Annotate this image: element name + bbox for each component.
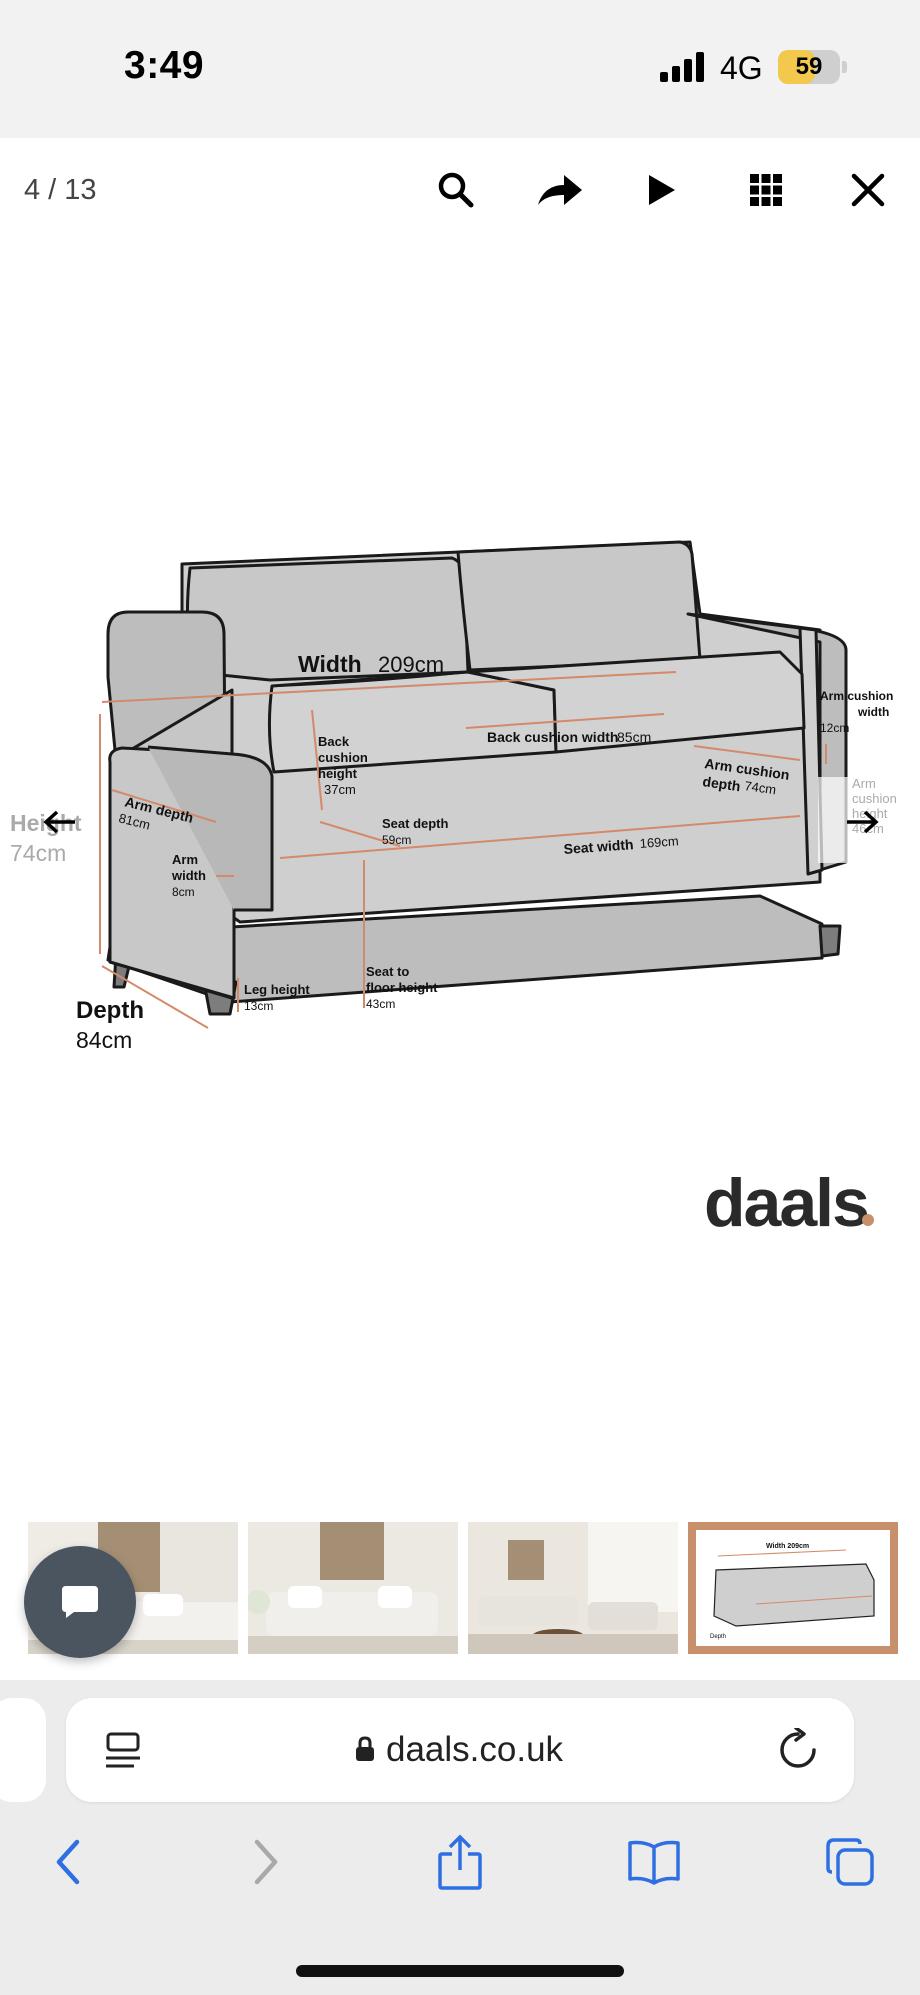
search-icon [438,172,474,208]
chevron-left-icon [56,1839,80,1885]
reload-icon [780,1726,816,1768]
seat-width-value: 169cm [639,833,679,851]
close-icon [851,173,885,207]
battery-icon: 59 [778,50,840,84]
dimensions-diagram-thumbnail: Width 209cm Depth [696,1530,890,1646]
seat-width-label: Seat width [563,836,634,857]
arm-width-value: 8cm [172,885,195,899]
network-type: 4G [720,50,763,86]
share-arrow-icon [538,175,582,205]
svg-text:Width 209cm: Width 209cm [766,1543,809,1550]
chat-button[interactable] [24,1546,136,1658]
page-menu-icon [106,1732,140,1768]
play-icon [649,175,675,205]
url-text: daals.co.uk [386,1730,564,1769]
thumbnail-3[interactable] [468,1522,678,1654]
arrow-left-icon [43,810,75,834]
browser-bottom-bar: daals.co.uk [0,1680,920,1995]
arrow-right-icon [847,810,879,834]
forward-button[interactable] [234,1830,298,1894]
back-cushion-width-value: 85cm [617,729,651,745]
arm-depth-value: 81cm [117,810,151,832]
svg-text:Depth: Depth [710,1634,726,1640]
zoom-button[interactable] [428,162,484,218]
previous-tab-preview[interactable] [0,1698,46,1802]
leg-height-value: 13cm [244,999,273,1013]
bookmarks-button[interactable] [622,1830,686,1894]
arm-cushion-depth-label-2: depth [702,773,742,794]
arm-cushion-overlay [818,777,848,863]
svg-text:daals: daals [704,1165,868,1241]
chevron-right-icon [254,1839,278,1885]
width-label: Width [298,651,362,677]
arm-cushion-depth-value: 74cm [744,778,778,797]
previous-image-button[interactable] [40,802,80,842]
chat-bubble-icon [62,1586,98,1618]
seat-depth-value: 59cm [382,833,411,847]
battery-percent: 59 [795,53,823,80]
address-bar[interactable]: daals.co.uk [66,1698,854,1802]
status-bar: 3:49 4G 59 [0,0,920,138]
grid-view-button[interactable] [738,162,794,218]
book-icon [628,1840,680,1885]
slideshow-button[interactable] [634,162,690,218]
home-indicator [296,1965,624,1977]
height-value: 74cm [10,840,67,866]
depth-label: Depth [76,997,144,1024]
battery-level [778,50,815,84]
arm-cushion-width-value: 12cm [820,721,849,735]
image-counter: 4 / 13 [24,174,97,206]
next-image-button[interactable] [842,802,882,842]
tabs-icon [826,1838,874,1886]
living-room-thumbnail [468,1522,678,1654]
lock-icon [356,1736,374,1761]
back-cushion-width-label: Back cushion width [487,729,618,745]
cellular-signal-icon [660,52,704,82]
seat-depth-label: Seat depth [382,816,449,831]
share-page-button[interactable] [428,1830,492,1894]
thumbnail-2[interactable] [248,1522,458,1654]
close-button[interactable] [840,162,896,218]
share-button[interactable] [532,162,588,218]
thumbnail-4-selected[interactable]: Width 209cm Depth [688,1522,898,1654]
reload-button[interactable] [778,1726,818,1775]
daals-logo: daals [704,1165,874,1241]
back-cushion-height-value: 37cm [324,782,356,797]
status-time: 3:49 [124,44,205,87]
tabs-button[interactable] [818,1830,882,1894]
width-value: 209cm [378,652,444,677]
gallery-toolbar: 4 / 13 [0,138,920,242]
sofa-room-thumbnail [248,1522,458,1654]
depth-value: 84cm [76,1027,132,1053]
thumbnail-strip: Width 209cm Depth [0,1508,920,1658]
grid-icon [750,174,782,206]
seat-to-floor-value: 43cm [366,997,395,1011]
leg-height-label: Leg height [244,982,310,997]
share-icon [438,1834,482,1890]
back-button[interactable] [36,1830,100,1894]
battery-tip [842,61,847,73]
reader-menu-button[interactable] [104,1732,142,1777]
